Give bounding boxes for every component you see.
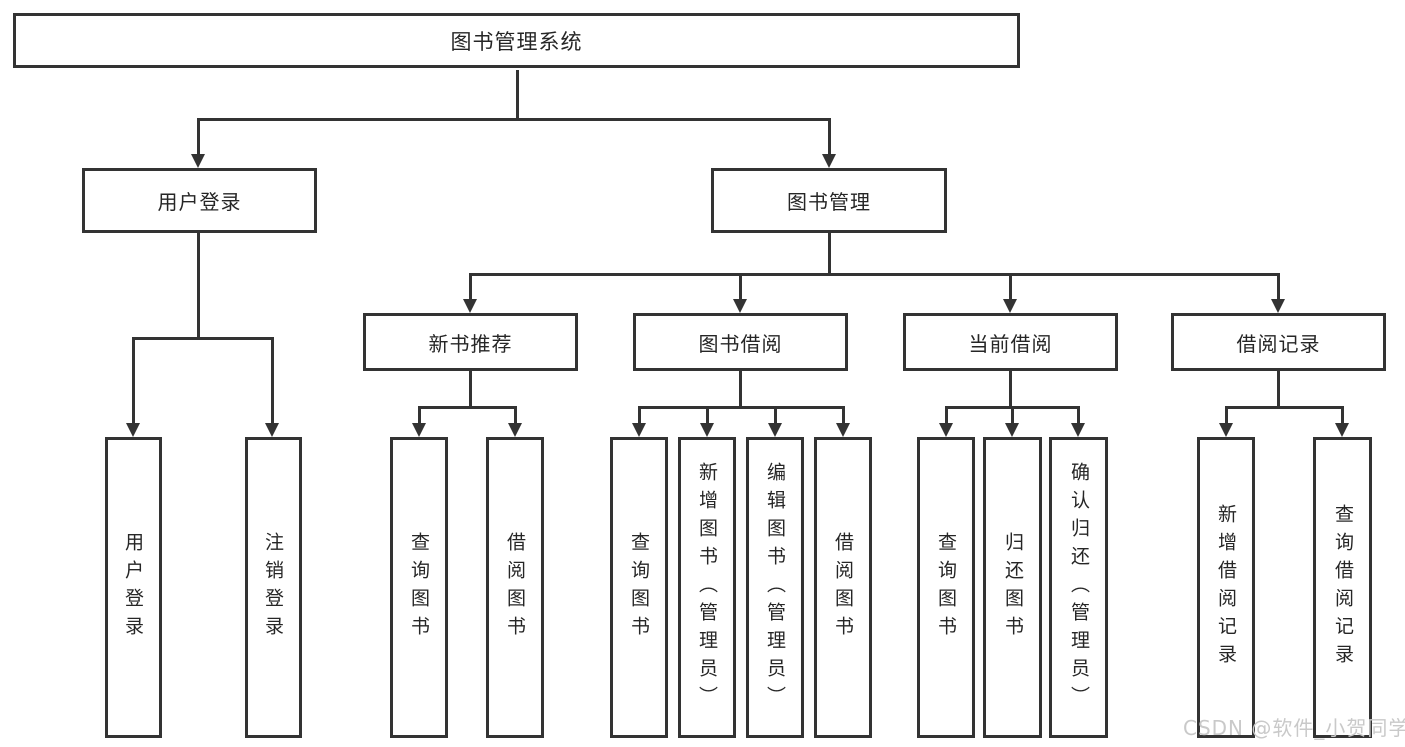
- leaf-query-books: 查询图书: [610, 437, 668, 738]
- arrowhead: [768, 423, 782, 437]
- leaf-add-books-admin: 新增图书（管理员）: [678, 437, 736, 738]
- connector-line: [1277, 273, 1280, 299]
- leaf-borrow-books-recommend: 借阅图书: [486, 437, 544, 738]
- arrowhead: [1271, 299, 1285, 313]
- leaf-query-borrow-record: 查询借阅记录: [1313, 437, 1372, 738]
- leaf-edit-books-admin: 编辑图书（管理员）: [746, 437, 804, 738]
- arrowhead: [1003, 299, 1017, 313]
- leaf-query-books-recommend: 查询图书: [390, 437, 448, 738]
- node-user-login: 用户登录: [82, 168, 317, 233]
- node-new-book-recommend: 新书推荐: [363, 313, 578, 371]
- leaf-confirm-return-admin: 确认归还（管理员）: [1049, 437, 1108, 738]
- node-borrow-records: 借阅记录: [1171, 313, 1386, 371]
- connector-line: [197, 118, 831, 121]
- connector-line: [197, 118, 200, 154]
- connector-line: [132, 337, 135, 423]
- arrowhead: [1071, 423, 1085, 437]
- connector-line: [1225, 406, 1228, 423]
- connector-line: [842, 406, 845, 423]
- leaf-user-login: 用户登录: [105, 437, 162, 738]
- node-book-borrowing: 图书借阅: [633, 313, 848, 371]
- node-label: 图书借阅: [698, 331, 783, 356]
- connector-line: [1009, 273, 1012, 299]
- connector-line: [516, 70, 519, 118]
- arrowhead: [632, 423, 646, 437]
- connector-line: [418, 406, 517, 409]
- leaf-borrow-books: 借阅图书: [814, 437, 872, 738]
- connector-line: [271, 337, 274, 423]
- connector-line: [1341, 406, 1344, 423]
- connector-line: [514, 406, 517, 423]
- connector-line: [1011, 406, 1014, 423]
- connector-line: [132, 337, 274, 340]
- leaf-add-borrow-record: 新增借阅记录: [1197, 437, 1255, 738]
- connector-line: [739, 273, 742, 299]
- arrowhead: [191, 154, 205, 168]
- node-label: 图书管理系统: [450, 29, 583, 54]
- connector-line: [1225, 406, 1344, 409]
- node-label: 图书管理: [787, 190, 871, 214]
- arrowhead: [836, 423, 850, 437]
- connector-line: [197, 233, 200, 337]
- node-book-management: 图书管理: [711, 168, 947, 233]
- connector-line: [706, 406, 709, 423]
- csdn-watermark: CSDN @软件_小贺同学: [1183, 716, 1405, 740]
- connector-line: [469, 273, 1280, 276]
- arrowhead: [1005, 423, 1019, 437]
- arrowhead: [412, 423, 426, 437]
- connector-line: [828, 233, 831, 273]
- connector-line: [1009, 371, 1012, 406]
- arrowhead: [733, 299, 747, 313]
- arrowhead: [126, 423, 140, 437]
- connector-line: [739, 371, 742, 406]
- arrowhead: [1219, 423, 1233, 437]
- connector-line: [828, 118, 831, 154]
- connector-line: [469, 273, 472, 299]
- node-label: 新书推荐: [428, 331, 513, 356]
- arrowhead: [463, 299, 477, 313]
- arrowhead: [822, 154, 836, 168]
- node-library-system: 图书管理系统: [13, 13, 1020, 68]
- connector-line: [469, 371, 472, 406]
- arrowhead: [939, 423, 953, 437]
- arrowhead: [1335, 423, 1349, 437]
- leaf-query-books-current: 查询图书: [917, 437, 975, 738]
- connector-line: [418, 406, 421, 423]
- node-label: 当前借阅: [968, 331, 1053, 356]
- connector-line: [1077, 406, 1080, 423]
- node-label: 借阅记录: [1236, 331, 1321, 356]
- connector-line: [945, 406, 948, 423]
- leaf-logout: 注销登录: [245, 437, 302, 738]
- node-current-borrowing: 当前借阅: [903, 313, 1118, 371]
- arrowhead: [265, 423, 279, 437]
- leaf-return-books: 归还图书: [983, 437, 1042, 738]
- arrowhead: [508, 423, 522, 437]
- arrowhead: [700, 423, 714, 437]
- connector-line: [638, 406, 845, 409]
- connector-line: [774, 406, 777, 423]
- connector-line: [1277, 371, 1280, 406]
- node-label: 用户登录: [157, 190, 242, 214]
- connector-line: [638, 406, 641, 423]
